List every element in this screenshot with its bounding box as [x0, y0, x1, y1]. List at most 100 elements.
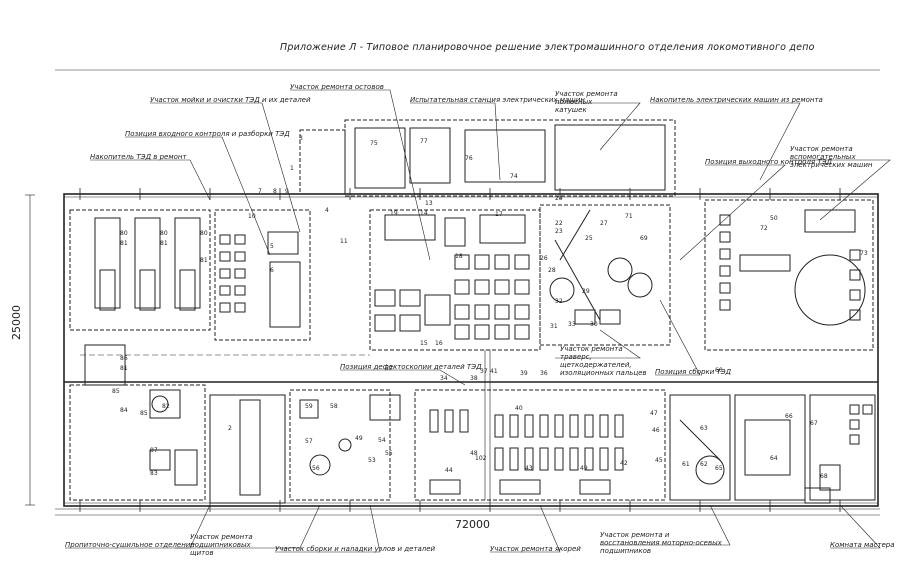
svg-text:65: 65 — [715, 465, 723, 472]
svg-text:44: 44 — [445, 467, 453, 474]
svg-text:45: 45 — [655, 457, 663, 464]
svg-text:69: 69 — [640, 235, 648, 242]
svg-text:56: 56 — [312, 465, 320, 472]
svg-text:19: 19 — [390, 210, 398, 217]
svg-text:102: 102 — [475, 455, 487, 462]
svg-text:8: 8 — [273, 188, 277, 195]
svg-text:32: 32 — [555, 298, 563, 305]
svg-text:10: 10 — [248, 213, 256, 220]
label-traverse: Участок ремонта траверс, щеткодержателей… — [560, 345, 647, 377]
svg-text:15: 15 — [420, 340, 428, 347]
svg-text:74: 74 — [510, 173, 518, 180]
svg-text:67: 67 — [810, 420, 818, 427]
svg-text:43: 43 — [525, 465, 533, 472]
label-vyhodnoy: Позиция выходного контроля ТЭД — [705, 158, 832, 166]
drawing-title: Приложение Л - Типовое планировочное реш… — [280, 42, 815, 53]
svg-text:49: 49 — [580, 465, 588, 472]
svg-text:26: 26 — [540, 255, 548, 262]
svg-text:73: 73 — [860, 250, 868, 257]
svg-text:18: 18 — [455, 253, 463, 260]
svg-text:40: 40 — [515, 405, 523, 412]
svg-text:13: 13 — [425, 200, 433, 207]
svg-text:7: 7 — [258, 188, 262, 195]
svg-text:36: 36 — [540, 370, 548, 377]
svg-text:5: 5 — [270, 243, 274, 250]
svg-text:81: 81 — [120, 240, 128, 247]
svg-text:86: 86 — [120, 355, 128, 362]
svg-text:31: 31 — [550, 323, 558, 330]
svg-text:37: 37 — [480, 368, 488, 375]
svg-text:34: 34 — [440, 375, 448, 382]
svg-text:87: 87 — [150, 447, 158, 454]
svg-text:57: 57 — [305, 438, 313, 445]
svg-text:33: 33 — [568, 321, 576, 328]
svg-text:80: 80 — [120, 230, 128, 237]
svg-text:14: 14 — [420, 210, 428, 217]
svg-text:81: 81 — [200, 257, 208, 264]
height-dimension: 25000 — [10, 305, 23, 340]
svg-text:81: 81 — [160, 240, 168, 247]
label-moyka: Участок мойки и очистки ТЭД и их деталей — [150, 96, 311, 104]
svg-text:76: 76 — [465, 155, 473, 162]
svg-text:68: 68 — [820, 473, 828, 480]
svg-text:53: 53 — [368, 457, 376, 464]
svg-text:64: 64 — [770, 455, 778, 462]
label-nakopitel-em: Накопитель электрических машин из ремонт… — [650, 96, 823, 104]
label-sborka-ted: Позиция сборки ТЭД — [655, 368, 732, 376]
label-isp-stanciya: Испытательная станция электрических маши… — [410, 96, 585, 104]
label-nakopitel-ted: Накопитель ТЭД в ремонт — [90, 153, 187, 161]
svg-text:50: 50 — [770, 215, 778, 222]
label-polyusnye: Участок ремонта полюсных катушек — [555, 90, 618, 114]
svg-text:61: 61 — [682, 461, 690, 468]
svg-text:2: 2 — [228, 425, 232, 432]
svg-text:46: 46 — [652, 427, 660, 434]
svg-text:85: 85 — [112, 388, 120, 395]
svg-text:17: 17 — [495, 211, 503, 218]
label-mot-osevye: Участок ремонта и восстановления моторно… — [600, 531, 722, 555]
svg-text:55: 55 — [385, 450, 393, 457]
svg-text:63: 63 — [700, 425, 708, 432]
svg-text:25: 25 — [585, 235, 593, 242]
svg-text:80: 80 — [200, 230, 208, 237]
svg-text:4: 4 — [325, 207, 329, 214]
svg-text:16: 16 — [435, 340, 443, 347]
svg-text:75: 75 — [370, 140, 378, 147]
label-yakor: Участок ремонта якорей — [490, 545, 581, 553]
svg-text:27: 27 — [600, 220, 608, 227]
svg-text:72: 72 — [760, 225, 768, 232]
label-master: Комната мастера — [830, 541, 895, 549]
svg-text:49: 49 — [355, 435, 363, 442]
svg-text:6: 6 — [270, 267, 274, 274]
svg-text:47: 47 — [650, 410, 658, 417]
svg-text:71: 71 — [625, 213, 633, 220]
label-vhodnoy: Позиция входного контроля и разборки ТЭД — [125, 130, 290, 138]
svg-text:81: 81 — [120, 365, 128, 372]
svg-text:62: 62 — [700, 461, 708, 468]
svg-text:77: 77 — [420, 138, 428, 145]
svg-text:52: 52 — [385, 365, 393, 372]
svg-text:3: 3 — [299, 135, 303, 142]
label-vspomogat: Участок ремонта вспомогательных электрич… — [790, 145, 873, 169]
label-sborka-uzlov: Участок сборки и наладки узлов и деталей — [275, 545, 436, 553]
svg-text:23: 23 — [555, 228, 563, 235]
svg-text:83: 83 — [150, 470, 158, 477]
label-ostov: Участок ремонта остовов — [290, 83, 384, 91]
svg-text:84: 84 — [120, 407, 128, 414]
svg-text:82: 82 — [162, 403, 170, 410]
svg-text:9: 9 — [285, 188, 289, 195]
svg-text:38: 38 — [470, 375, 478, 382]
svg-text:29: 29 — [582, 288, 590, 295]
svg-text:39: 39 — [520, 370, 528, 377]
svg-text:42: 42 — [620, 460, 628, 467]
label-protivo: Пропиточно-сушильное отделение — [65, 541, 195, 549]
svg-text:28: 28 — [548, 267, 556, 274]
svg-text:11: 11 — [340, 238, 348, 245]
svg-text:22: 22 — [555, 220, 563, 227]
label-podshipnik-shitov: Участок ремонта подшипниковых щитов — [190, 533, 253, 557]
svg-text:24: 24 — [555, 195, 563, 202]
svg-text:58: 58 — [330, 403, 338, 410]
label-defektoskopiya: Позиция дефектоскопии деталей ТЭД — [340, 363, 482, 371]
svg-text:80: 80 — [160, 230, 168, 237]
svg-text:41: 41 — [490, 368, 498, 375]
